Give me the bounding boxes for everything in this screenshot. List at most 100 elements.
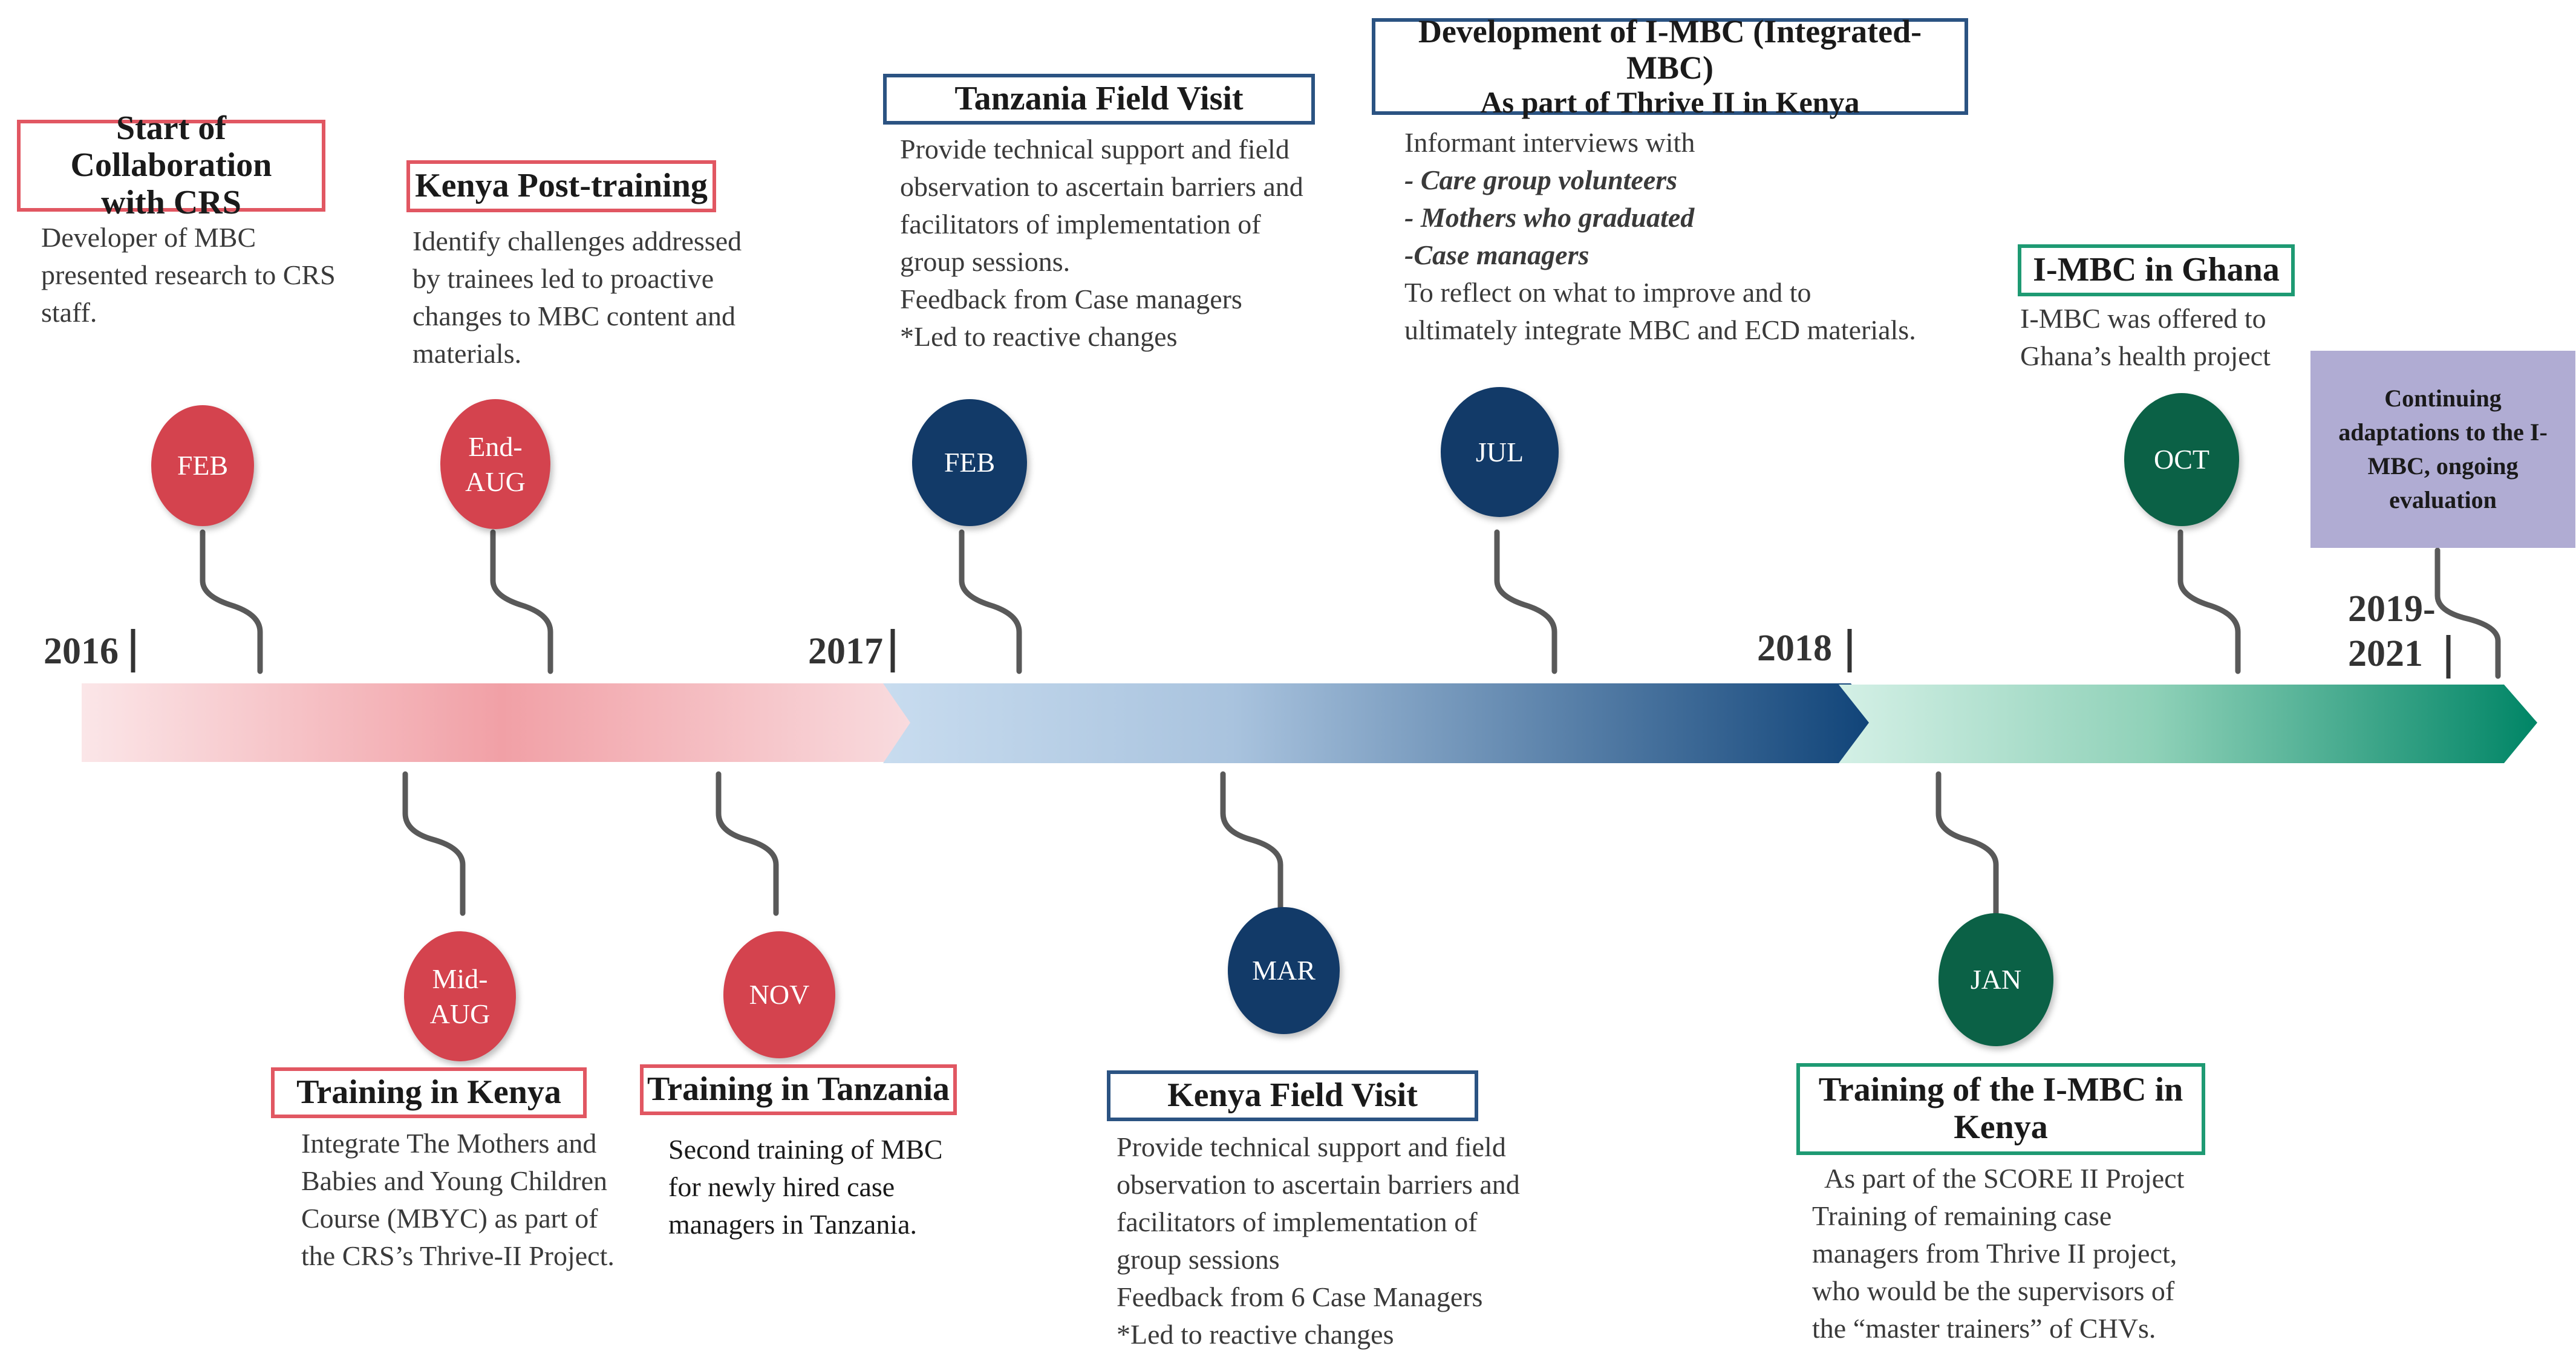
kenya-post-description: Identify challenges addressed by trainee… — [412, 223, 742, 373]
tanzania-visit-desc-line: group sessions. — [900, 246, 1071, 278]
connector-tanzania-visit — [959, 529, 1022, 674]
tanzania-visit-desc-line: Feedback from Case managers — [900, 284, 1242, 315]
imbc-dev-title-line-1: Development of I-MBC (Integrated-MBC) — [1418, 13, 1922, 86]
ongoing-line: evaluation — [2389, 486, 2497, 513]
tanzania-visit-desc-line: facilitators of implementation of — [900, 209, 1261, 240]
kenya-training-desc-line: Babies and Young Children — [301, 1165, 607, 1197]
tanzania-training-title: Training in Tanzania — [647, 1070, 950, 1108]
kenya-training-title-box: Training in Kenya — [271, 1067, 587, 1118]
kenya-post-desc-line: Identify challenges addressed — [412, 226, 742, 256]
tanzania-visit-desc-line: observation to ascertain barriers and — [900, 171, 1303, 203]
crs-desc-line: presented research to CRS — [41, 259, 336, 291]
year-2016-label: 2016 — [44, 631, 119, 672]
tanzania-visit-desc-line: Provide technical support and field — [900, 134, 1290, 164]
kenya-visit-desc-line: facilitators of implementation of — [1117, 1206, 1478, 1238]
imbc-dev-desc-bold-line: - Care group volunteers — [1404, 164, 1678, 196]
year-2017-label: 2017 — [808, 631, 883, 672]
imbc-training-desc-line: who would be the supervisors of — [1812, 1275, 2175, 1307]
kenya-post-desc-line: materials. — [412, 338, 522, 369]
imbc-training-title-box: Training of the I-MBC in Kenya — [1796, 1063, 2205, 1155]
imbc-dev-desc-line: To reflect on what to improve and to — [1404, 277, 1811, 308]
kenya-training-month-node: Mid- AUG — [404, 931, 516, 1061]
ghana-title-box: I-MBC in Ghana — [2018, 244, 2295, 296]
ghana-title: I-MBC in Ghana — [2033, 251, 2280, 289]
crs-desc-line: staff. — [41, 297, 97, 328]
connector-crs — [200, 529, 263, 674]
ongoing-line: MBC, ongoing — [2367, 452, 2519, 480]
imbc-training-desc-line: As part of the SCORE II Project — [1824, 1163, 2185, 1194]
crs-title-line-1: Start of Collaboration — [70, 109, 272, 184]
ghana-month-node: OCT — [2124, 393, 2239, 526]
imbc-training-title-line-2: Kenya — [1954, 1108, 2048, 1146]
imbc-dev-desc-line: ultimately integrate MBC and ECD materia… — [1404, 314, 1916, 346]
crs-title-box: Start of Collaboration with CRS — [17, 109, 325, 221]
imbc-dev-desc-bold-line: - Mothers who graduated — [1404, 202, 1695, 233]
connector-kenya-training — [402, 771, 466, 916]
kenya-visit-title: Kenya Field Visit — [1167, 1076, 1418, 1115]
imbc-training-description: As part of the SCORE II Project Training… — [1812, 1160, 2184, 1347]
kenya-training-month-line-1: Mid- — [432, 963, 488, 994]
tanzania-visit-description: Provide technical support and field obse… — [900, 131, 1303, 356]
connector-kenya-post — [490, 529, 553, 674]
kenya-visit-desc-line: Provide technical support and field — [1117, 1131, 1506, 1162]
kenya-post-title: Kenya Post-training — [415, 167, 708, 205]
tanzania-visit-month-node: FEB — [912, 399, 1027, 526]
tanzania-training-desc-line: Second training of MBC — [668, 1134, 943, 1165]
connector-tanzania-training — [716, 771, 779, 916]
connector-ongoing — [2434, 547, 2501, 679]
ghana-description: I-MBC was offered to Ghana’s health proj… — [2020, 300, 2271, 375]
imbc-training-desc-line: Training of remaining case — [1812, 1200, 2112, 1232]
connector-imbc-dev — [1494, 529, 1557, 674]
kenya-training-description: Integrate The Mothers and Babies and You… — [301, 1125, 615, 1275]
imbc-dev-desc-line: Informant interviews with — [1404, 127, 1695, 158]
tanzania-training-month-node: NOV — [723, 931, 835, 1058]
kenya-training-month-line-2: AUG — [429, 998, 491, 1029]
kenya-post-month-node: End- AUG — [440, 399, 550, 529]
ongoing-adaptations-box: Continuing adaptations to the I- MBC, on… — [2310, 351, 2575, 548]
kenya-training-title: Training in Kenya — [296, 1073, 561, 1112]
imbc-dev-desc-bold-line: -Case managers — [1404, 239, 1590, 271]
crs-description: Developer of MBC presented research to C… — [41, 219, 336, 331]
imbc-dev-title-line-2: As part of Thrive II in Kenya — [1480, 85, 1860, 119]
year-2019-line: 2019- — [2348, 588, 2436, 630]
tanzania-training-desc-line: managers in Tanzania. — [668, 1209, 918, 1240]
timeline-segment-2018 — [1839, 685, 2537, 763]
kenya-training-desc-line: the CRS’s Thrive-II Project. — [301, 1240, 615, 1272]
kenya-post-desc-line: changes to MBC content and — [412, 301, 736, 332]
connector-imbc-training — [1935, 771, 1999, 916]
imbc-training-month-node: JAN — [1939, 913, 2053, 1046]
kenya-visit-title-box: Kenya Field Visit — [1107, 1070, 1478, 1121]
timeline-segment-2017 — [883, 683, 1881, 763]
crs-title-line-2: with CRS — [101, 183, 241, 221]
tanzania-visit-title-box: Tanzania Field Visit — [883, 74, 1315, 125]
imbc-dev-description: Informant interviews with - Care group v… — [1404, 124, 1916, 350]
timeline-segment-2016 — [82, 683, 922, 762]
tanzania-training-description: Second training of MBC for newly hired c… — [668, 1131, 943, 1243]
imbc-dev-month-node: JUL — [1441, 387, 1559, 517]
kenya-visit-desc-line: group sessions — [1117, 1244, 1280, 1275]
year-2019-2021-label: 2019- 2021 — [2348, 587, 2436, 677]
ongoing-line: Continuing — [2384, 385, 2502, 412]
kenya-post-title-box: Kenya Post-training — [406, 160, 716, 212]
connector-kenya-visit — [1220, 771, 1283, 913]
kenya-visit-description: Provide technical support and field obse… — [1117, 1128, 1520, 1354]
kenya-visit-desc-line: Feedback from 6 Case Managers — [1117, 1281, 1483, 1313]
kenya-post-month-line-1: End- — [468, 431, 523, 462]
tanzania-training-desc-line: for newly hired case — [668, 1171, 895, 1203]
imbc-training-desc-line: managers from Thrive II project, — [1812, 1238, 2177, 1269]
year-2021-line: 2021 — [2348, 633, 2423, 675]
kenya-training-desc-line: Course (MBYC) as part of — [301, 1203, 598, 1234]
ongoing-line: adaptations to the I- — [2338, 418, 2548, 446]
kenya-post-month-line-2: AUG — [465, 466, 526, 497]
tanzania-training-title-box: Training in Tanzania — [640, 1064, 957, 1115]
kenya-visit-desc-line: observation to ascertain barriers and — [1117, 1169, 1520, 1200]
imbc-training-title-line-1: Training of the I-MBC in — [1818, 1071, 2183, 1109]
ghana-desc-line: Ghana’s health project — [2020, 340, 2271, 372]
kenya-visit-desc-line: *Led to reactive changes — [1117, 1319, 1394, 1350]
kenya-training-desc-line: Integrate The Mothers and — [301, 1128, 597, 1159]
ghana-desc-line: I-MBC was offered to — [2020, 303, 2266, 334]
crs-desc-line: Developer of MBC — [41, 222, 256, 253]
kenya-visit-month-node: MAR — [1228, 907, 1340, 1034]
imbc-dev-title-box: Development of I-MBC (Integrated-MBC) As… — [1372, 13, 1968, 119]
